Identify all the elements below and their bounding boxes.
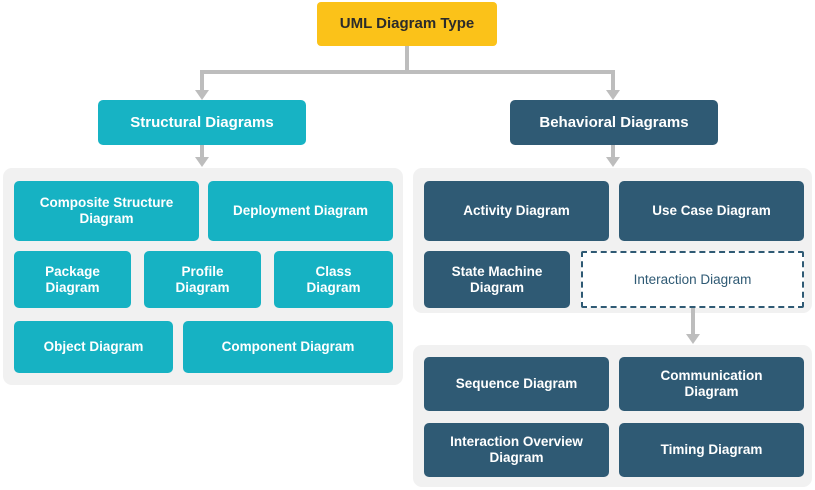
node-timing-diagram[interactable]: Timing Diagram	[619, 423, 804, 477]
connector-interaction-to-subpanel	[691, 308, 695, 336]
node-use-case-diagram[interactable]: Use Case Diagram	[619, 181, 804, 241]
arrowhead-interaction-subpanel	[686, 334, 700, 344]
connector-root-to-behavioral	[611, 70, 615, 92]
node-state-machine-diagram[interactable]: State Machine Diagram	[424, 251, 570, 308]
arrowhead-to-structural	[195, 90, 209, 100]
node-structural-diagrams[interactable]: Structural Diagrams	[98, 100, 306, 145]
node-behavioral-diagrams[interactable]: Behavioral Diagrams	[510, 100, 718, 145]
node-communication-diagram[interactable]: Communication Diagram	[619, 357, 804, 411]
connector-behavioral-to-panel	[611, 145, 615, 159]
connector-root-bus	[202, 70, 613, 74]
node-uml-diagram-type[interactable]: UML Diagram Type	[317, 2, 497, 46]
node-package-diagram[interactable]: Package Diagram	[14, 251, 131, 308]
node-object-diagram[interactable]: Object Diagram	[14, 321, 173, 373]
node-deployment-diagram[interactable]: Deployment Diagram	[208, 181, 393, 241]
node-component-diagram[interactable]: Component Diagram	[183, 321, 393, 373]
arrowhead-to-behavioral	[606, 90, 620, 100]
node-interaction-diagram[interactable]: Interaction Diagram	[581, 251, 804, 308]
node-class-diagram[interactable]: Class Diagram	[274, 251, 393, 308]
arrowhead-structural-panel	[195, 157, 209, 167]
node-activity-diagram[interactable]: Activity Diagram	[424, 181, 609, 241]
node-interaction-overview-diagram[interactable]: Interaction Overview Diagram	[424, 423, 609, 477]
node-profile-diagram[interactable]: Profile Diagram	[144, 251, 261, 308]
arrowhead-behavioral-panel	[606, 157, 620, 167]
node-composite-structure-diagram[interactable]: Composite Structure Diagram	[14, 181, 199, 241]
connector-structural-to-panel	[200, 145, 204, 159]
node-sequence-diagram[interactable]: Sequence Diagram	[424, 357, 609, 411]
connector-root-stem	[405, 46, 409, 72]
connector-root-to-structural	[200, 70, 204, 92]
